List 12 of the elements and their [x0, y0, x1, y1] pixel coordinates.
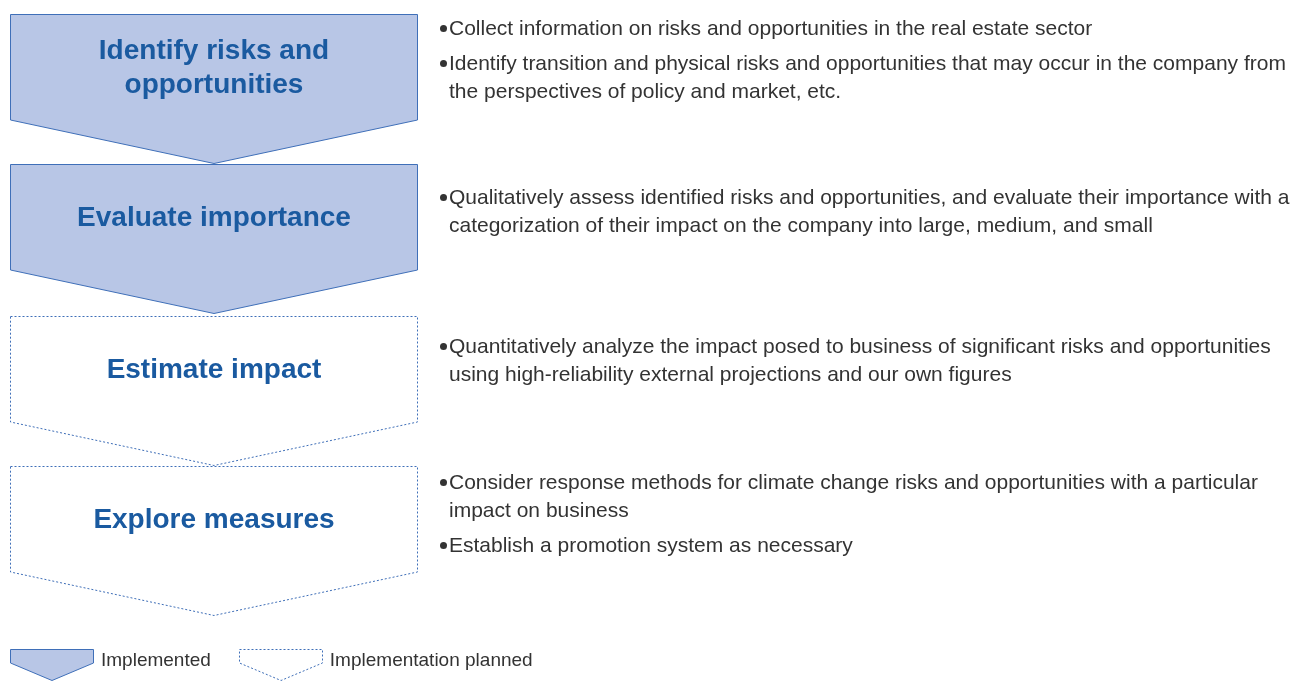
legend-label: Implementation planned: [329, 649, 533, 671]
legend-label: Implemented: [101, 649, 211, 671]
description-text: Quantitatively analyze the impact posed to business of significant risks and opportunities using high-reliability external projections and our own figures: [449, 333, 1272, 387]
description-text: Qualitatively assess identified risks and opportunities, and evaluate their importance with a categorization of their impact on the company into large, medium, and small: [449, 184, 1291, 238]
step-title: Evaluate importance: [76, 200, 352, 234]
step-title: Estimate impact: [105, 352, 323, 386]
step-title: Identify risks and opportunities: [97, 33, 331, 101]
description-text: Establish a promotion system as necessary: [449, 532, 853, 558]
description-text: Consider response methods for climate change risks and opportunities with a particular impact on business: [449, 469, 1259, 523]
step-title: Explore measures: [92, 502, 336, 536]
description-text: Collect information on risks and opportunities in the real estate sector: [449, 15, 1093, 41]
description-text: Identify transition and physical risks and opportunities that may occur in the company from the perspectives of policy and market, etc.: [449, 50, 1287, 104]
